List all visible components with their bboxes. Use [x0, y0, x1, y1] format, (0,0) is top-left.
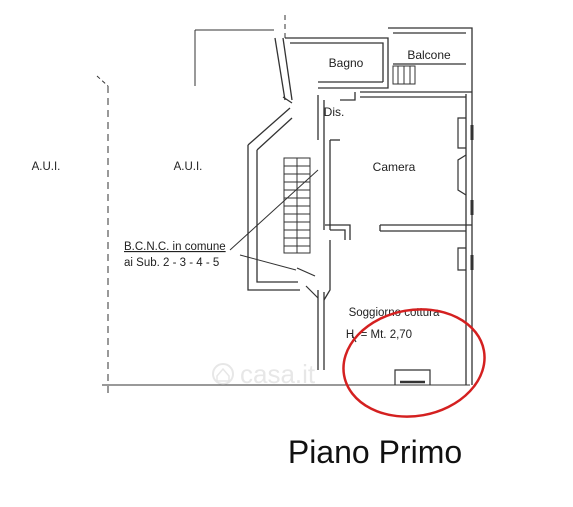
highlight-circle — [342, 308, 486, 418]
walls — [247, 27, 473, 385]
watermark-text: casa.it — [240, 359, 316, 389]
room-label-bagno: Bagno — [329, 56, 364, 70]
windows — [394, 117, 474, 385]
doors — [282, 96, 357, 343]
balcony-steps — [392, 65, 416, 85]
plan-title: Piano Primo — [288, 434, 462, 470]
room-label-camera: Camera — [373, 160, 416, 174]
room-label-aui-right: A.U.I. — [174, 161, 203, 173]
label-leaders — [229, 169, 319, 271]
room-label-dis: Dis. — [324, 105, 345, 119]
watermark: casa.it — [212, 359, 316, 389]
room-label-balcone: Balcone — [407, 48, 451, 62]
boundary-lines — [96, 15, 470, 398]
common-area-label-line2: ai Sub. 2 - 3 - 4 - 5 — [124, 257, 219, 269]
staircase — [283, 157, 311, 254]
room-label-aui-left: A.U.I. — [32, 161, 61, 173]
common-area-label-line1: B.C.N.C. in comune — [124, 241, 226, 253]
